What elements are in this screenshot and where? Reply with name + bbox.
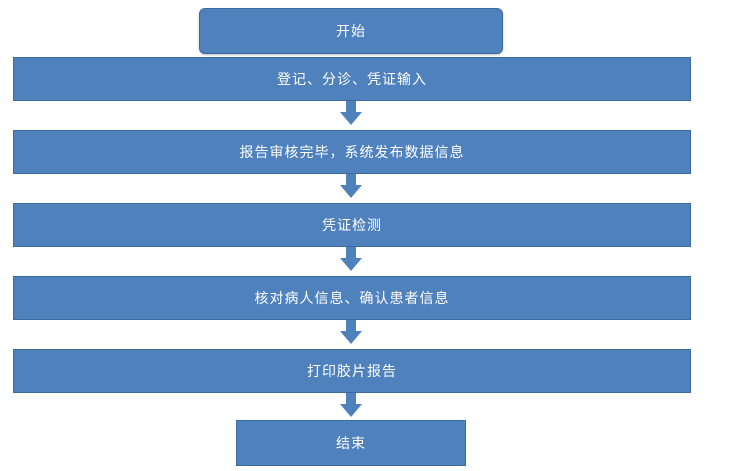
start-node: 开始	[199, 8, 503, 54]
end-label: 结束	[336, 436, 366, 452]
arrow-down-icon	[340, 393, 362, 417]
arrow-down-icon	[340, 320, 362, 344]
step-3-box: 凭证检测	[13, 203, 691, 247]
arrow-down-icon	[340, 247, 362, 271]
step-1-label: 登记、分诊、凭证输入	[277, 72, 427, 88]
end-node: 结束	[236, 420, 466, 466]
step-5-box: 打印胶片报告	[13, 349, 691, 393]
step-5-label: 打印胶片报告	[307, 364, 397, 380]
step-2-box: 报告审核完毕，系统发布数据信息	[13, 130, 691, 174]
step-2-label: 报告审核完毕，系统发布数据信息	[239, 145, 465, 161]
start-label: 开始	[336, 24, 366, 40]
step-4-box: 核对病人信息、确认患者信息	[13, 276, 691, 320]
step-4-label: 核对病人信息、确认患者信息	[254, 291, 450, 307]
arrow-down-icon	[340, 101, 362, 125]
step-3-label: 凭证检测	[322, 218, 382, 234]
step-1-box: 登记、分诊、凭证输入	[13, 57, 691, 101]
arrow-down-icon	[340, 174, 362, 198]
